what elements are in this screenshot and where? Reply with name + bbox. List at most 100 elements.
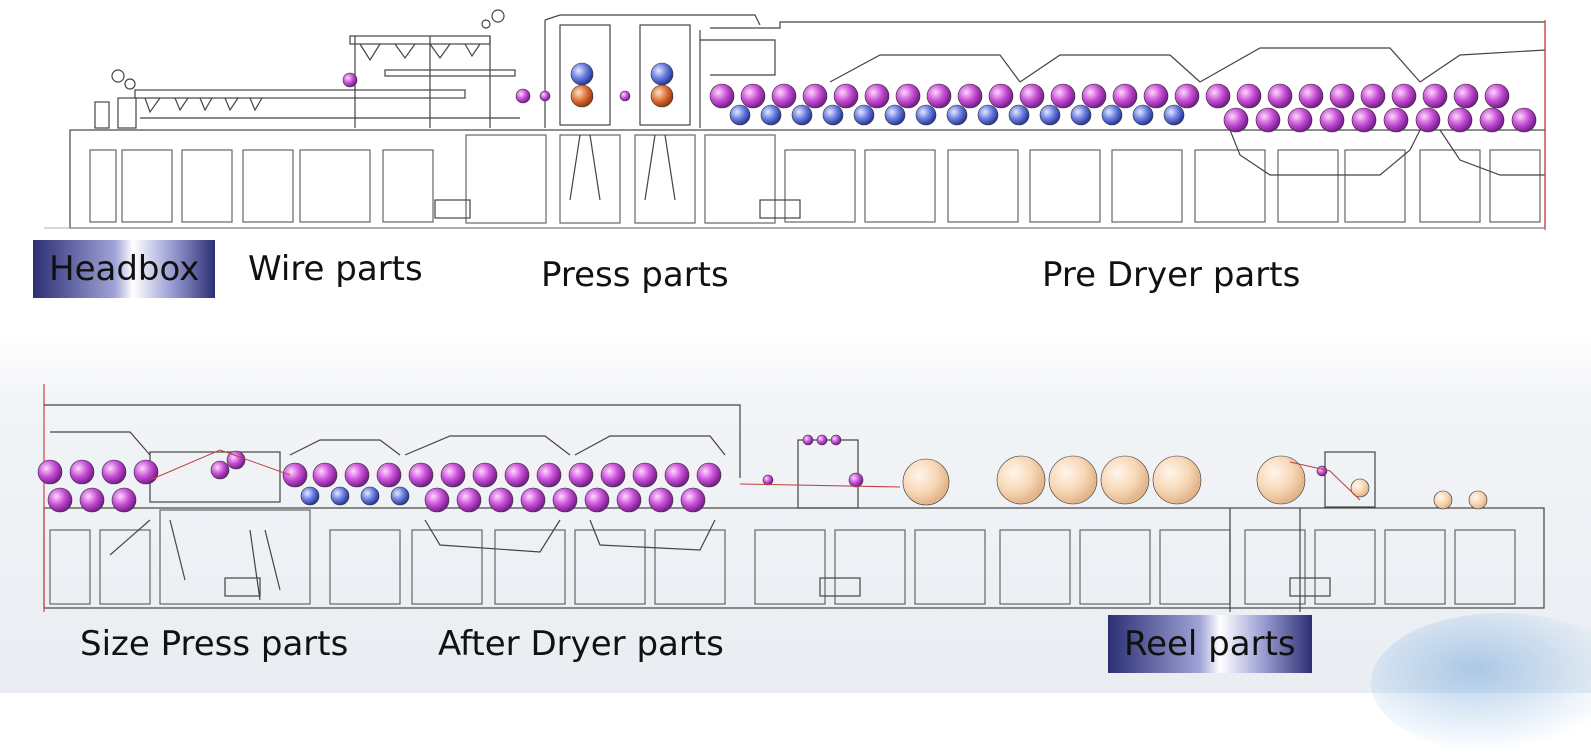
dryer-cylinder	[1039, 104, 1061, 126]
dryer-cylinder	[709, 83, 735, 109]
dryer-cylinder	[1050, 83, 1076, 109]
dryer-cylinder	[408, 462, 434, 488]
dryer-cylinder	[1255, 107, 1281, 133]
calender-roll	[902, 458, 950, 506]
paper-web-line	[149, 449, 1361, 501]
dryer-cylinder	[330, 486, 350, 506]
dryer-cylinder	[1112, 83, 1138, 109]
dryer-cylinder	[37, 459, 63, 485]
dryer-cylinder	[390, 486, 410, 506]
dryer-cylinder	[456, 487, 482, 513]
supercalender-roll	[1100, 455, 1150, 505]
bottom-base-frame	[43, 507, 1545, 609]
after-dryer-hood	[44, 404, 741, 478]
dryer-cylinder	[760, 104, 782, 126]
dryer-cylinder	[648, 487, 674, 513]
dryer-cylinder	[1479, 107, 1505, 133]
bottom-machine	[43, 384, 1545, 612]
label-reel-parts: Reel parts	[1108, 615, 1312, 673]
press-roll-blue	[570, 62, 594, 86]
dryer-cylinder	[133, 459, 159, 485]
dryer-cylinder	[47, 487, 73, 513]
dryer-cylinder	[1205, 83, 1231, 109]
dryer-cylinder	[1143, 83, 1169, 109]
dryer-cylinder	[1008, 104, 1030, 126]
label-wire-parts: Wire parts	[248, 249, 423, 289]
after-dryer-lower-cylinders	[300, 486, 706, 513]
paper-machine-diagram	[37, 9, 1546, 612]
top-base-cells	[89, 134, 1541, 224]
dryer-cylinder	[1329, 83, 1355, 109]
dryer-cylinder	[69, 459, 95, 485]
dryer-cylinder	[884, 104, 906, 126]
dryer-cylinder	[300, 486, 320, 506]
dryer-cylinder	[1383, 107, 1409, 133]
dryer-cylinder	[312, 462, 338, 488]
dryer-cylinder	[1484, 83, 1510, 109]
press-roll-orange	[650, 84, 674, 108]
pre-dryer-lower-cylinders	[729, 104, 1537, 133]
size-press-dryer-upper-cylinders	[37, 459, 159, 485]
dryer-cylinder	[696, 462, 722, 488]
label-headbox: Headbox	[33, 240, 216, 298]
dryer-cylinder	[79, 487, 105, 513]
dryer-cylinder	[424, 487, 450, 513]
dryer-cylinder	[568, 462, 594, 488]
dryer-cylinder	[101, 459, 127, 485]
dryer-cylinder	[680, 487, 706, 513]
dryer-cylinder	[1415, 107, 1441, 133]
dryer-cylinder	[360, 486, 380, 506]
supercalender-roll	[1048, 455, 1098, 505]
dryer-cylinder	[472, 462, 498, 488]
dryer-cylinder	[977, 104, 999, 126]
dryer-cylinder	[552, 487, 578, 513]
dryer-cylinder	[1360, 83, 1386, 109]
label-size-press-parts: Size Press parts	[80, 624, 349, 664]
dryer-cylinder	[1174, 83, 1200, 109]
press-roll-orange	[570, 84, 594, 108]
dryer-cylinder	[1351, 107, 1377, 133]
dryer-cylinder	[926, 83, 952, 109]
dryer-cylinder	[376, 462, 402, 488]
wire-section-frame	[134, 89, 466, 99]
dryer-cylinder	[1287, 107, 1313, 133]
size-press-dryer-lower-cylinders	[47, 487, 137, 513]
dryer-cylinder	[504, 462, 530, 488]
dryer-cylinder	[1391, 83, 1417, 109]
bottom-rolls	[210, 434, 1488, 510]
dryer-cylinder	[1070, 104, 1092, 126]
press-roll-blue	[650, 62, 674, 86]
dryer-cylinder	[1422, 83, 1448, 109]
top-base-frame	[69, 129, 1546, 229]
dryer-cylinder	[915, 104, 937, 126]
dryer-cylinder	[664, 462, 690, 488]
label-pre-dryer-parts: Pre Dryer parts	[1042, 255, 1301, 295]
dryer-cylinder	[1267, 83, 1293, 109]
dryer-cylinder	[802, 83, 828, 109]
dryer-cylinder	[895, 83, 921, 109]
dryer-cylinder	[1511, 107, 1537, 133]
dryer-cylinder	[946, 104, 968, 126]
dryer-cylinder	[616, 487, 642, 513]
dryer-cylinder	[440, 462, 466, 488]
label-after-dryer-parts: After Dryer parts	[438, 624, 724, 664]
dryer-cylinder	[488, 487, 514, 513]
dryer-cylinder	[600, 462, 626, 488]
dryer-cylinder	[988, 83, 1014, 109]
dryer-cylinder	[822, 104, 844, 126]
dryer-cylinder	[1223, 107, 1249, 133]
reel-drum	[1256, 455, 1306, 505]
label-press-parts: Press parts	[541, 255, 729, 295]
dryer-cylinder	[1236, 83, 1262, 109]
dryer-cylinder	[833, 83, 859, 109]
dryer-cylinder	[344, 462, 370, 488]
dryer-cylinder	[853, 104, 875, 126]
dryer-cylinder	[1319, 107, 1345, 133]
dryer-cylinder	[1453, 83, 1479, 109]
dryer-cylinder	[771, 83, 797, 109]
dryer-cylinder	[1019, 83, 1045, 109]
pre-dryer-upper-cylinders	[709, 83, 1510, 109]
dryer-cylinder	[957, 83, 983, 109]
dryer-cylinder	[1132, 104, 1154, 126]
dryer-cylinder	[1081, 83, 1107, 109]
